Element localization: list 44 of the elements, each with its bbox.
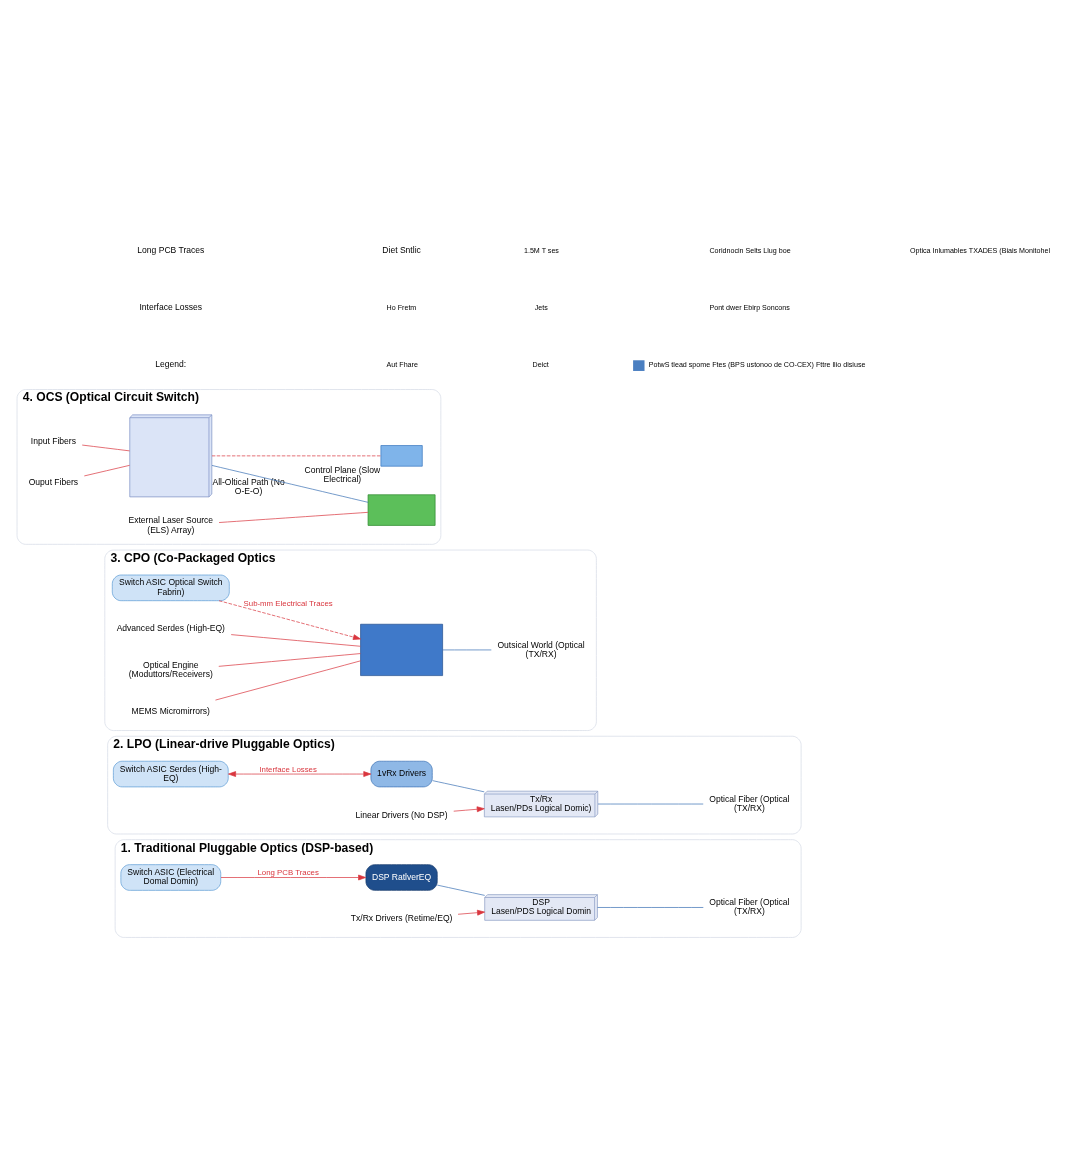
arrow [453, 806, 485, 813]
arrow [220, 874, 367, 881]
edge-label: Long PCB Traces [257, 868, 319, 878]
node-box: DSP RatlverEQ [365, 864, 438, 891]
node-text: Input Fibers [30, 435, 77, 446]
arrow [457, 909, 485, 916]
label: Legend: [155, 359, 187, 370]
node-text: External Laser Source (ELS) Array) [128, 515, 214, 535]
node-text: Linear Drivers (No DSP) [355, 809, 448, 820]
edge-label: Sub-mm Electrical Traces [243, 599, 333, 609]
connector [215, 660, 361, 701]
connector [436, 884, 486, 896]
node-box: Switch ASIC (Electrical Domal Domin) [120, 864, 222, 891]
node-box: Switch ASIC Optical Switch Fabrin) [111, 574, 230, 602]
connector [218, 653, 361, 667]
connector [83, 464, 130, 477]
connector [230, 634, 361, 647]
node-text: Ouput Fibers [28, 477, 79, 488]
arrow [218, 600, 361, 640]
connector [211, 465, 369, 503]
connector [81, 444, 130, 452]
label: Interface Losses [139, 302, 203, 313]
node-box [380, 445, 423, 467]
node-text: Optical Engine (Moduttors/Receivers) [128, 660, 213, 680]
connector [432, 780, 485, 793]
node-label: Control Plane (Slow Electrical) [304, 465, 381, 485]
node-text: MEMS Micromirrors) [131, 706, 210, 717]
node-text: Tx/Rx Drivers (Retime/EQ) [350, 913, 453, 924]
node-text: Advanced Serdes (High-EQ) [116, 623, 225, 634]
node-box: Switch ASIC Serdes (High-EQ) [113, 760, 229, 788]
node-text: Optical Fiber (Optical (TX/RX) [709, 793, 790, 813]
edge-label: Interface Losses [259, 764, 317, 774]
label: Long PCB Traces [137, 245, 205, 256]
connector [597, 907, 704, 908]
connector [218, 512, 369, 523]
node-label: All-Oltical Path (No O-E-O) [212, 477, 285, 497]
node-box [360, 623, 443, 676]
node-text: Optical Fiber (Optical (TX/RX) [709, 897, 790, 917]
node-box [367, 494, 436, 526]
node-box: 1vRx Drivers [370, 760, 433, 788]
arrow [228, 771, 372, 777]
connector [442, 649, 492, 651]
label: Diet Sntlic [382, 245, 421, 256]
node-text: Outsical World (Optical (TX/RX) [497, 639, 585, 659]
